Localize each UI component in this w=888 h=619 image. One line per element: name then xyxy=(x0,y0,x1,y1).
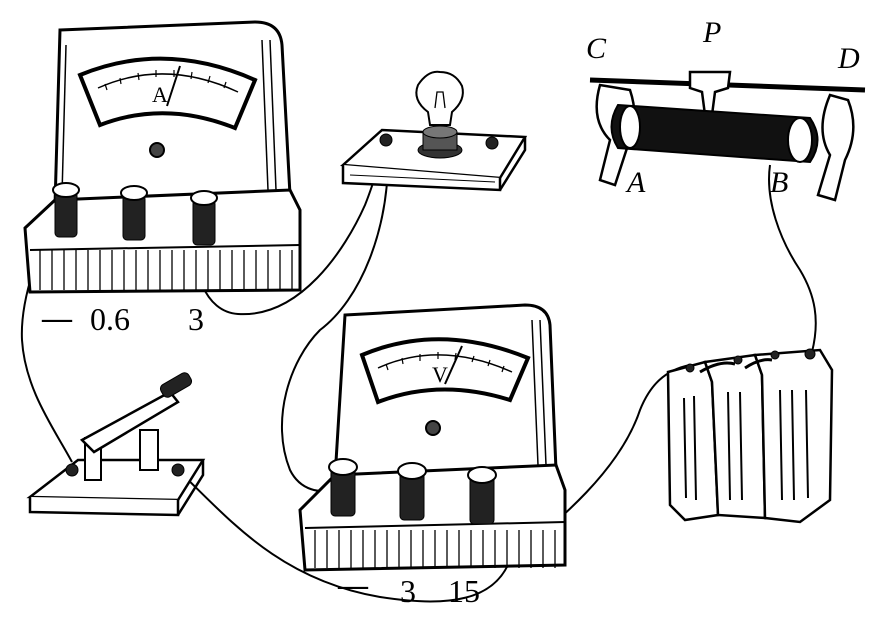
ammeter: A — 0.6 3 xyxy=(23,20,302,337)
battery-pack xyxy=(666,348,834,524)
voltmeter-terminal-high xyxy=(467,466,497,525)
rheostat-coil xyxy=(610,103,819,164)
rheostat-label-c: C xyxy=(586,32,607,65)
voltmeter-needle xyxy=(444,345,463,385)
voltmeter-label-neg: — xyxy=(337,569,369,602)
ammeter-zero-screw xyxy=(149,142,165,158)
ammeter-symbol: A xyxy=(152,82,168,107)
voltmeter-terminal-mid xyxy=(397,462,427,521)
switch-blade xyxy=(79,390,180,454)
ammeter-label-mid: 0.6 xyxy=(90,301,130,337)
ammeter-terminal-mid xyxy=(120,185,148,241)
rheostat: C P D A B xyxy=(586,16,866,202)
rheostat-slider xyxy=(688,70,732,117)
rheostat-label-b: B xyxy=(770,166,788,199)
rheostat-label-d: D xyxy=(837,42,860,75)
battery-cell-1 xyxy=(666,360,720,522)
rheostat-label-p: P xyxy=(702,16,721,49)
ammeter-label-high: 3 xyxy=(188,301,204,337)
ammeter-label-neg: — xyxy=(41,302,73,335)
voltmeter-terminal-neg xyxy=(328,458,358,517)
lamp-bulb xyxy=(415,70,464,126)
voltmeter-symbol: V xyxy=(432,362,448,387)
wire-lamp-to-voltmeter xyxy=(281,147,390,492)
knife-switch xyxy=(26,372,206,517)
voltmeter-zero-screw xyxy=(425,420,441,436)
wire-rheostat-to-battery xyxy=(768,164,817,353)
ammeter-terminal-high xyxy=(190,190,218,246)
voltmeter-label-high: 15 xyxy=(448,573,480,609)
ammeter-dial xyxy=(77,56,258,131)
rheostat-label-a: A xyxy=(625,166,646,199)
voltmeter-case xyxy=(333,303,558,480)
lamp xyxy=(340,70,528,192)
ammeter-terminal-neg xyxy=(52,182,80,238)
ammeter-needle xyxy=(166,65,181,107)
voltmeter: V — 3 15 xyxy=(298,303,567,609)
voltmeter-dial xyxy=(359,337,531,405)
wire-switch-to-voltmeter xyxy=(179,471,511,603)
voltmeter-label-mid: 3 xyxy=(400,573,416,609)
